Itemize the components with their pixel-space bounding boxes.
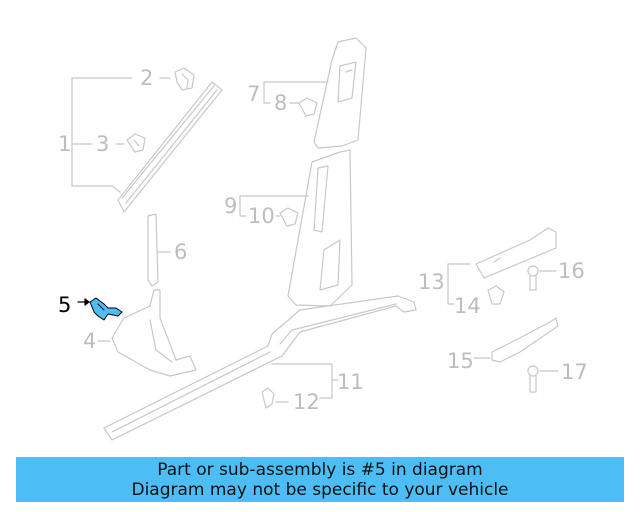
banner-line-part-number: Part or sub-assembly is #5 in diagram [157,459,483,480]
trim-part-13 [447,227,557,305]
highlighted-part-5 [89,297,123,321]
parts-drawing [71,37,559,441]
info-banner: Part or sub-assembly is #5 in diagram Di… [16,457,624,502]
callout-10: 10 [248,204,275,228]
callout-3: 3 [96,132,110,156]
callout-4: 4 [83,329,97,353]
callout-5[interactable]: 5 [58,293,72,317]
clip-part-8 [298,97,318,117]
callout-lines-7 [263,81,329,104]
callout-9: 9 [224,194,238,218]
callout-8: 8 [274,91,288,115]
callout-13: 13 [418,270,445,294]
arrow-part-5 [77,298,90,306]
clip-part-10 [279,207,299,227]
callout-11: 11 [337,370,364,394]
b-pillar-upper-trim-part-7 [313,37,367,149]
parts-diagram: 1 2 3 4 5 6 7 8 9 10 11 12 13 14 15 16 1… [58,37,588,441]
clip-part-3 [126,133,146,153]
callout-7: 7 [247,82,261,106]
screw-part-17 [527,365,559,393]
kick-panel-part-4 [97,289,197,377]
bracket-part-15 [473,317,559,363]
trim-strip-part-6 [147,213,171,287]
callout-15: 15 [447,349,474,373]
clip-part-12 [261,387,289,409]
callout-lines-9 [239,195,309,217]
banner-line-disclaimer: Diagram may not be specific to your vehi… [131,479,509,500]
callout-12: 12 [293,390,320,414]
callout-14: 14 [454,294,481,318]
callout-16: 16 [558,259,585,283]
a-pillar-trim-part-1 [117,81,223,213]
callout-17: 17 [561,360,588,384]
callout-1: 1 [58,132,72,156]
screw-part-16 [527,265,557,291]
callout-2: 2 [140,66,154,90]
b-pillar-lower-trim-part-9 [287,149,353,307]
clip-part-14 [487,285,505,305]
sill-plate-part-11 [103,295,417,441]
clip-part-2 [174,67,195,91]
callout-lines-1 [71,77,171,193]
callout-6: 6 [174,240,188,264]
